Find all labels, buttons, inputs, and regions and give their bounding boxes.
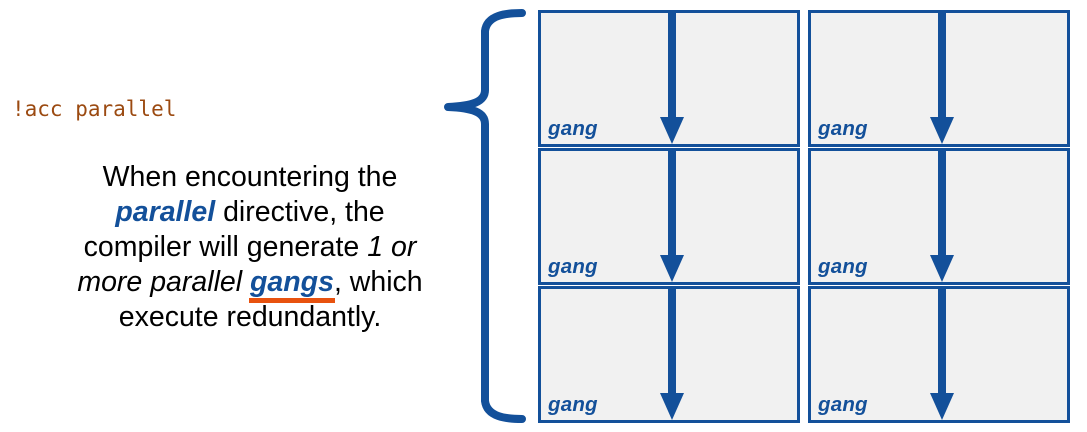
- gang-label: gang: [818, 255, 868, 278]
- gang-box[interactable]: gang: [808, 286, 1070, 423]
- description-segment-1: When encountering the: [102, 161, 398, 193]
- gang-box[interactable]: gang: [808, 10, 1070, 147]
- directive-code-text: !acc parallel: [12, 97, 177, 121]
- brace-svg: [444, 9, 526, 423]
- down-arrow-icon: [659, 288, 685, 421]
- emphasis-one-or-more-parallel: 1 or more parallel: [77, 231, 417, 298]
- gang-box[interactable]: gang: [538, 286, 800, 423]
- description-paragraph: When encountering the parallel directive…: [62, 160, 438, 335]
- gang-label: gang: [548, 393, 598, 416]
- description-segment-4: , which execute redundantly.: [118, 266, 423, 333]
- down-arrow-icon: [659, 12, 685, 145]
- gang-label: gang: [548, 255, 598, 278]
- gang-box[interactable]: gang: [808, 148, 1070, 285]
- description-segment-3: [242, 266, 250, 298]
- gang-label: gang: [818, 117, 868, 140]
- down-arrow-icon: [659, 150, 685, 283]
- down-arrow-icon: [929, 288, 955, 421]
- emphasis-parallel: parallel: [115, 196, 216, 228]
- gang-box[interactable]: gang: [538, 10, 800, 147]
- gang-box[interactable]: gang: [538, 148, 800, 285]
- gang-label: gang: [548, 117, 598, 140]
- down-arrow-icon: [929, 150, 955, 283]
- explanation-panel: !acc parallel When encountering the para…: [0, 0, 448, 432]
- gang-grid: gang gang gang gang gang: [538, 10, 1070, 423]
- gang-label: gang: [818, 393, 868, 416]
- down-arrow-icon: [929, 12, 955, 145]
- emphasis-gangs: gangs: [249, 266, 335, 303]
- description-segment-2: directive, the compiler will generate: [83, 196, 385, 263]
- left-curly-brace-icon: [442, 0, 534, 432]
